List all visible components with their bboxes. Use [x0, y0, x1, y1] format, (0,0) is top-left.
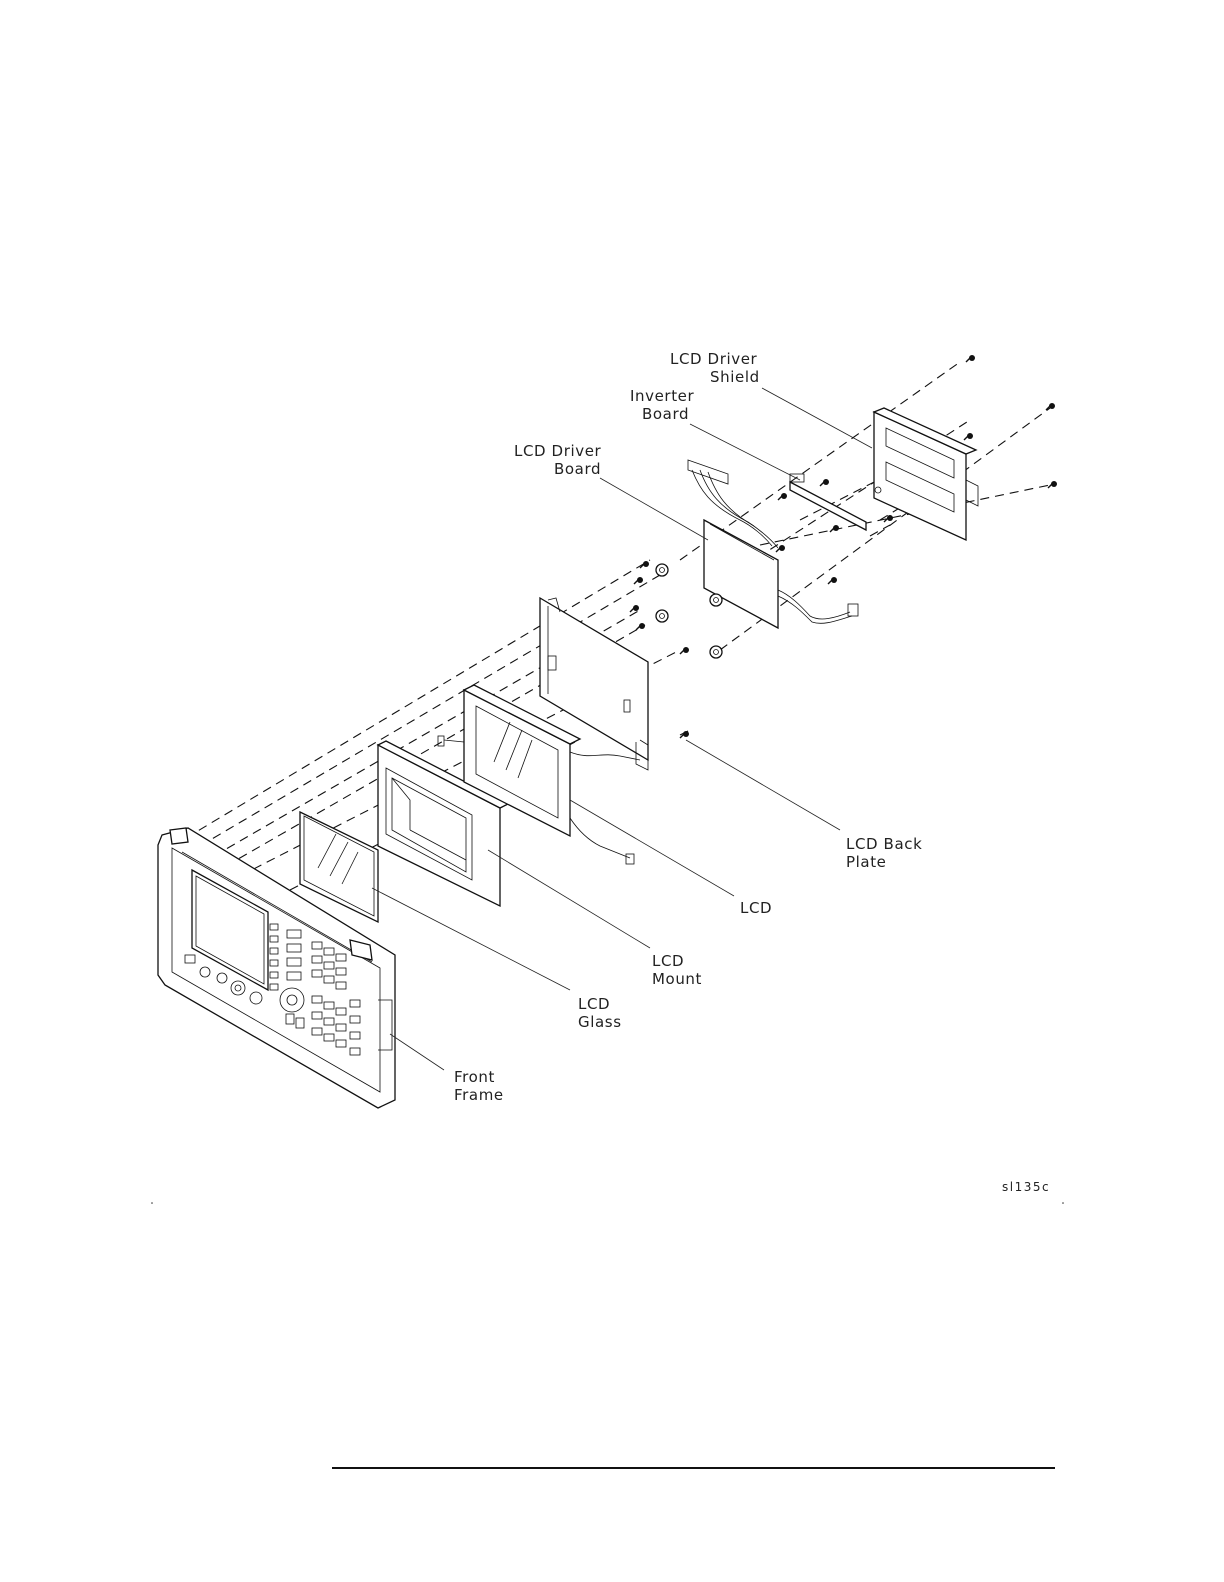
label-lcd-glass: LCD Glass — [578, 995, 622, 1031]
svg-text:LCD Driver: LCD Driver — [670, 350, 758, 368]
svg-text:LCD: LCD — [740, 899, 772, 917]
svg-text:LCD: LCD — [652, 952, 684, 970]
label-lcd-driver-board: LCD Driver Board — [514, 442, 602, 478]
label-lcd: LCD — [740, 899, 772, 917]
lcd-driver-board — [704, 520, 858, 628]
svg-text:Board: Board — [554, 460, 601, 478]
corner-mark-left — [151, 1202, 153, 1204]
svg-text:Frame: Frame — [454, 1086, 504, 1104]
svg-text:Glass: Glass — [578, 1013, 622, 1031]
svg-text:LCD Driver: LCD Driver — [514, 442, 602, 460]
label-lcd-back-plate: LCD Back Plate — [846, 835, 922, 871]
figure-id: sl135c — [1002, 1180, 1050, 1194]
label-front-frame: Front Frame — [454, 1068, 504, 1104]
svg-text:LCD: LCD — [578, 995, 610, 1013]
svg-text:Front: Front — [454, 1068, 495, 1086]
label-lcd-driver-shield: LCD Driver Shield — [670, 350, 760, 386]
screws — [630, 355, 1057, 738]
svg-text:Mount: Mount — [652, 970, 702, 988]
svg-text:Board: Board — [642, 405, 689, 423]
label-lcd-mount: LCD Mount — [652, 952, 702, 988]
corner-mark-right — [1062, 1202, 1064, 1204]
label-inverter-board: Inverter Board — [630, 387, 695, 423]
svg-text:Shield: Shield — [710, 368, 760, 386]
svg-text:LCD Back: LCD Back — [846, 835, 922, 853]
svg-text:Plate: Plate — [846, 853, 887, 871]
svg-text:Inverter: Inverter — [630, 387, 695, 405]
